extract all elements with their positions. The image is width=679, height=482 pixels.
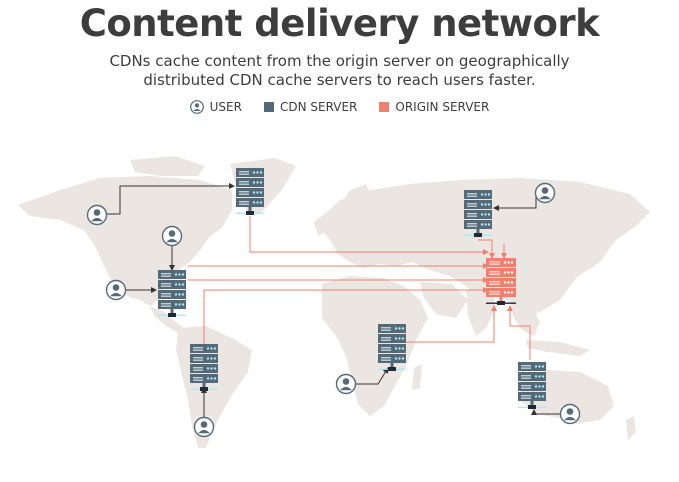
subtitle-line-1: CDNs cache content from the origin serve… [109,52,570,70]
africa [322,276,428,416]
legend-user: USER [189,100,242,114]
user-icon-africa [335,373,357,395]
southeast-asia [510,300,540,336]
link-southamerica-origin [203,287,489,344]
user-icon-russia [534,182,556,204]
link-australia-origin [507,305,531,360]
new-zealand [626,416,636,440]
page-title: Content delivery network [79,2,600,45]
user-icon [189,100,204,114]
arctic-islands [130,156,205,176]
arabia [420,282,468,318]
link-user-russia [493,196,537,211]
north-america [18,176,232,306]
scandinavia [338,184,372,220]
user-icon-arctic [161,225,183,247]
eurasia [316,178,650,318]
link-user-canada [106,183,235,215]
indonesia [526,340,590,356]
origin-square-icon [379,102,390,112]
user-links [106,183,560,418]
madagascar [412,364,422,390]
user-icon-usa [105,279,127,301]
india [466,290,496,336]
user-icon-brazil [193,416,215,438]
cdn-server-north-america [158,270,186,317]
link-africa-origin [406,305,497,343]
link-user-australia [531,409,560,415]
link-russia-origin [478,239,495,259]
legend-cdn-server-label: CDN SERVER [279,100,358,114]
origin-links [188,216,531,360]
link-user-africa [356,367,389,385]
legend-user-label: USER [209,100,242,114]
link-greenland-origin [249,216,489,255]
world-map [18,156,650,448]
british-isles [314,214,328,236]
subtitle: CDNs cache content from the origin serve… [0,52,679,90]
central-america [150,306,186,334]
japan [586,230,600,262]
user-icon-australia [559,403,581,425]
subtitle-line-2: distributed CDN cache servers to reach u… [143,71,536,89]
legend-origin-server: ORIGIN SERVER [379,100,489,114]
server-square-icon [263,102,274,112]
user-icon-canada [86,204,108,226]
legend-cdn-server: CDN SERVER [263,100,358,114]
legend-origin-server-label: ORIGIN SERVER [395,100,490,114]
legend: USER CDN SERVER ORIGIN SERVER [0,100,679,114]
